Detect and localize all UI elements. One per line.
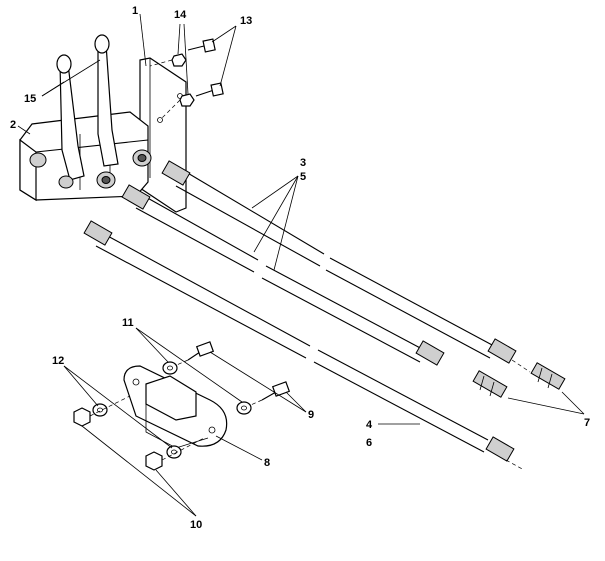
hose-assembly-upper: [161, 160, 517, 364]
leader-lines: [17, 13, 585, 517]
lockwasher-lower: [166, 445, 182, 459]
callout-11: 11: [122, 317, 134, 329]
callout-4: 4: [366, 419, 373, 431]
callout-12: 12: [52, 355, 64, 367]
control-lever-right: [94, 34, 119, 167]
callout-13: 13: [240, 15, 252, 27]
flat-washer-lower: [236, 401, 252, 415]
bracket-capscrew-upper: [187, 341, 215, 361]
callout-15: 15: [24, 93, 36, 105]
lockwasher-upper: [92, 403, 108, 417]
callout-7: 7: [584, 417, 590, 429]
callout-3: 3: [300, 157, 306, 169]
hose-assembly-middle: [121, 184, 445, 366]
adapter-fitting-right: [530, 362, 566, 390]
callout-10: 10: [190, 519, 202, 531]
control-valve-block: [19, 111, 152, 202]
capscrew-upper: [187, 38, 216, 53]
capscrew-lower: [195, 82, 224, 97]
callout-6: 6: [366, 437, 372, 449]
callout-9: 9: [308, 409, 314, 421]
hex-nut-upper: [73, 407, 91, 427]
flat-washer-upper: [162, 361, 178, 375]
callout-5: 5: [300, 171, 306, 183]
adapter-fitting-left: [472, 370, 508, 398]
callout-1: 1: [132, 5, 138, 17]
hose-assembly-lower: [83, 220, 515, 462]
control-lever-left: [56, 54, 85, 189]
valve-bracket: [123, 365, 228, 449]
bracket-capscrew-lower: [261, 381, 291, 401]
locknut-upper: [171, 53, 187, 67]
callout-14: 14: [174, 9, 187, 21]
callout-8: 8: [264, 457, 270, 469]
locknut-lower: [179, 93, 195, 107]
callout-2: 2: [10, 119, 16, 131]
hex-nut-lower: [145, 451, 163, 471]
